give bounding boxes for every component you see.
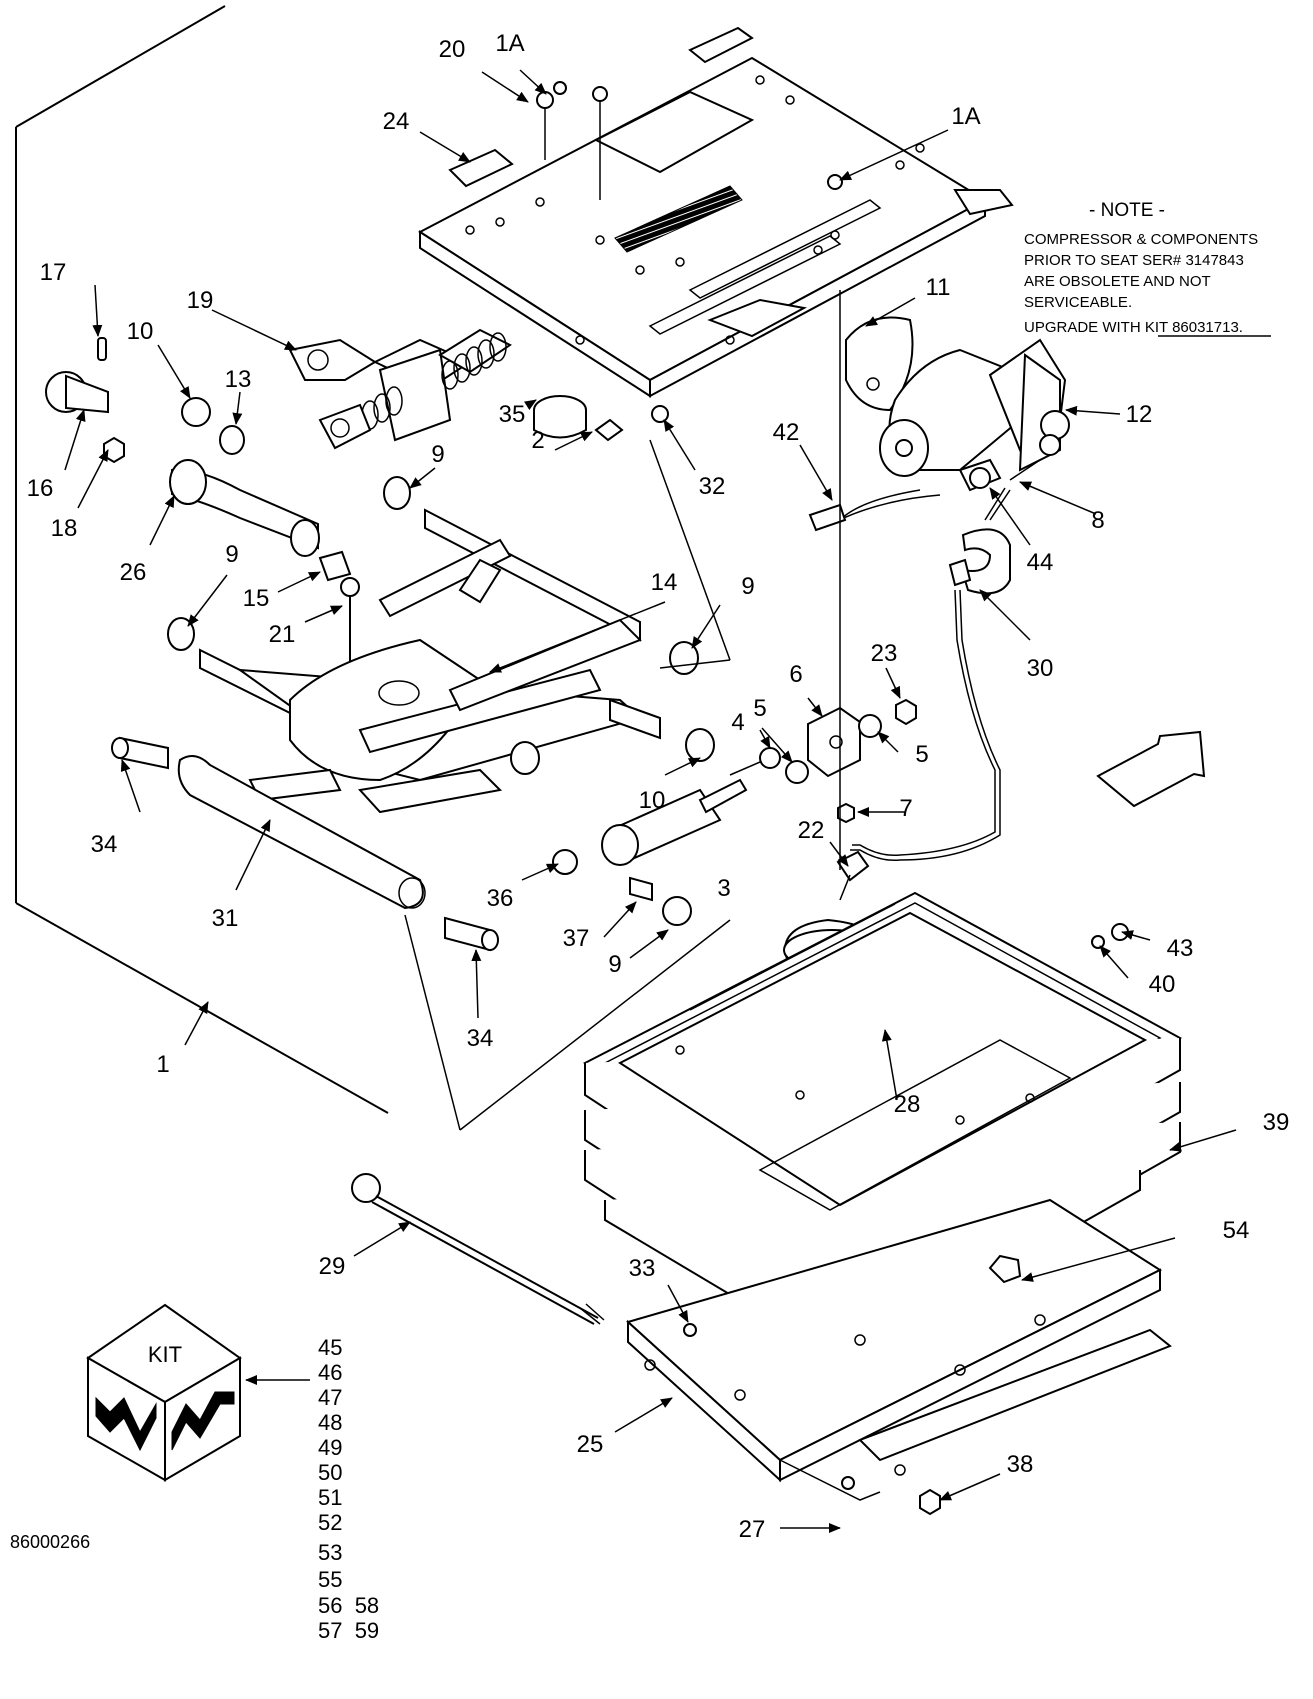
callout-40: 40 bbox=[1149, 971, 1176, 998]
height-adjust-mechanism bbox=[288, 328, 512, 450]
kit-item: 51 bbox=[318, 1485, 342, 1510]
callout-9: 9 bbox=[741, 573, 754, 600]
callout-8: 8 bbox=[1091, 507, 1104, 534]
compressor-assembly bbox=[808, 316, 1070, 862]
callout-labels: 20 1A 1A 24 17 19 11 10 13 35 12 42 2 32… bbox=[27, 30, 1290, 1543]
callout-43: 43 bbox=[1167, 935, 1194, 962]
kit-item: 56 58 bbox=[318, 1593, 379, 1618]
small-fasteners bbox=[536, 81, 1129, 1516]
callout-5: 5 bbox=[753, 695, 766, 722]
callout-25: 25 bbox=[577, 1431, 604, 1458]
callout-1a: 1A bbox=[951, 103, 980, 130]
kit-box: KIT bbox=[86, 1303, 242, 1482]
note-line: UPGRADE WITH KIT 86031713. bbox=[1024, 319, 1243, 336]
note-heading: - NOTE - bbox=[1089, 200, 1165, 221]
note-line: COMPRESSOR & COMPONENTS bbox=[1024, 231, 1258, 248]
adjust-spring bbox=[361, 332, 507, 430]
leader-lines bbox=[64, 69, 1237, 1533]
callout-2: 2 bbox=[531, 427, 544, 454]
callout-22: 22 bbox=[798, 817, 825, 844]
callout-33: 33 bbox=[629, 1255, 656, 1282]
shock-absorber bbox=[601, 761, 761, 866]
callout-38: 38 bbox=[1007, 1451, 1034, 1478]
callout-16: 16 bbox=[27, 475, 54, 502]
left-pivot-parts bbox=[45, 337, 360, 720]
callout-13: 13 bbox=[225, 366, 252, 393]
callout-27: 27 bbox=[739, 1516, 766, 1543]
callout-9: 9 bbox=[225, 541, 238, 568]
callout-44: 44 bbox=[1027, 549, 1054, 576]
callout-37: 37 bbox=[563, 925, 590, 952]
callout-24: 24 bbox=[383, 108, 410, 135]
callout-42: 42 bbox=[773, 419, 800, 446]
kit-item: 55 bbox=[318, 1567, 342, 1592]
kit-item: 57 59 bbox=[318, 1618, 379, 1643]
note-line: PRIOR TO SEAT SER# 3147843 bbox=[1024, 252, 1244, 269]
callout-54: 54 bbox=[1223, 1217, 1250, 1244]
obsolete-note: - NOTE - COMPRESSOR & COMPONENTS PRIOR T… bbox=[1024, 200, 1271, 337]
kit-item-list: 45 46 47 48 49 50 51 52 53 55 56 58 57 5… bbox=[318, 1335, 379, 1643]
callout-32: 32 bbox=[699, 473, 726, 500]
callout-35: 35 bbox=[499, 401, 526, 428]
callout-1a: 1A bbox=[495, 30, 524, 57]
kit-box-label: KIT bbox=[148, 1342, 182, 1367]
callout-14: 14 bbox=[651, 569, 678, 596]
note-line: SERVICEABLE. bbox=[1024, 294, 1132, 311]
kit-item: 45 bbox=[318, 1335, 342, 1360]
kit-item: 50 bbox=[318, 1460, 342, 1485]
callout-36: 36 bbox=[487, 885, 514, 912]
callout-17: 17 bbox=[40, 259, 67, 286]
kit-item: 53 bbox=[318, 1540, 342, 1565]
adjust-rod bbox=[351, 1173, 605, 1325]
callout-1: 1 bbox=[156, 1051, 169, 1078]
callout-4: 4 bbox=[731, 709, 744, 736]
callout-6: 6 bbox=[789, 661, 802, 688]
kit-logo-right-icon bbox=[171, 1391, 235, 1451]
callout-18: 18 bbox=[51, 515, 78, 542]
callout-10: 10 bbox=[127, 318, 154, 345]
note-line: ARE OBSOLETE AND NOT bbox=[1024, 273, 1211, 290]
callout-9: 9 bbox=[608, 951, 621, 978]
callout-11: 11 bbox=[926, 274, 951, 301]
seat-top-plate bbox=[418, 26, 1014, 398]
callout-31: 31 bbox=[212, 905, 239, 932]
callout-3: 3 bbox=[717, 875, 730, 902]
callout-28: 28 bbox=[894, 1091, 921, 1118]
kit-item: 46 bbox=[318, 1360, 342, 1385]
valve-bracket bbox=[759, 698, 917, 824]
callout-34: 34 bbox=[467, 1025, 494, 1052]
callout-34: 34 bbox=[91, 831, 118, 858]
callout-15: 15 bbox=[243, 585, 270, 612]
kit-item: 49 bbox=[318, 1435, 342, 1460]
base-plate bbox=[626, 1198, 1172, 1501]
direction-arrow-icon bbox=[1096, 730, 1206, 808]
callout-19: 19 bbox=[187, 287, 214, 314]
callout-9: 9 bbox=[431, 441, 444, 468]
plate-holes bbox=[465, 75, 925, 345]
callout-39: 39 bbox=[1263, 1109, 1290, 1136]
callout-20: 20 bbox=[439, 36, 466, 63]
callout-29: 29 bbox=[319, 1253, 346, 1280]
kit-item: 47 bbox=[318, 1385, 342, 1410]
scissor-frame bbox=[111, 395, 731, 1131]
kit-item: 48 bbox=[318, 1410, 342, 1435]
drawing-number: 86000266 bbox=[10, 1532, 90, 1552]
callout-12: 12 bbox=[1126, 401, 1153, 428]
callout-23: 23 bbox=[871, 640, 898, 667]
callout-30: 30 bbox=[1027, 655, 1054, 682]
callout-10: 10 bbox=[639, 787, 666, 814]
callout-21: 21 bbox=[269, 621, 296, 648]
callout-7: 7 bbox=[899, 795, 912, 822]
kit-logo-left-icon bbox=[95, 1396, 157, 1452]
kit-item: 52 bbox=[318, 1510, 342, 1535]
callout-26: 26 bbox=[120, 559, 147, 586]
callout-5: 5 bbox=[915, 741, 928, 768]
